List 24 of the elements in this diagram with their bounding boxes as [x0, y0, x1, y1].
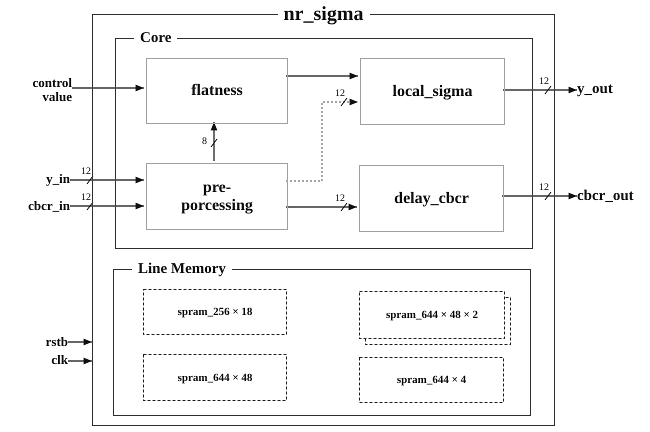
group-title: nr_sigma [278, 4, 370, 24]
signal-label: clk [36, 352, 68, 368]
edge-label: 12 [80, 193, 92, 203]
memory-block: spram_644 × 4 [359, 357, 504, 403]
process-box: delay_cbcr [359, 165, 504, 232]
edge-label: 12 [80, 167, 92, 177]
edge-label: 8 [201, 137, 208, 147]
memory-block: spram_644 × 48 [143, 354, 287, 401]
signal-label: y_out [577, 82, 637, 98]
signal-label: cbcr_out [577, 189, 649, 205]
edge-label: 12 [538, 77, 550, 87]
signal-label: rstb [30, 334, 68, 350]
group-title: Line Memory [132, 262, 232, 276]
memory-block: spram_256 × 18 [143, 289, 287, 335]
edge-label: 12 [334, 89, 346, 99]
signal-label: cbcr_in [6, 198, 70, 214]
process-box: pre- porcessing [146, 163, 288, 230]
group-title: Core [134, 30, 178, 46]
edge-label: 12 [538, 183, 550, 193]
signal-label: y_in [28, 171, 70, 187]
signal-label: control value [14, 76, 72, 104]
process-box: flatness [146, 58, 288, 124]
process-box: local_sigma [360, 58, 505, 125]
edge-label: 12 [334, 194, 346, 204]
